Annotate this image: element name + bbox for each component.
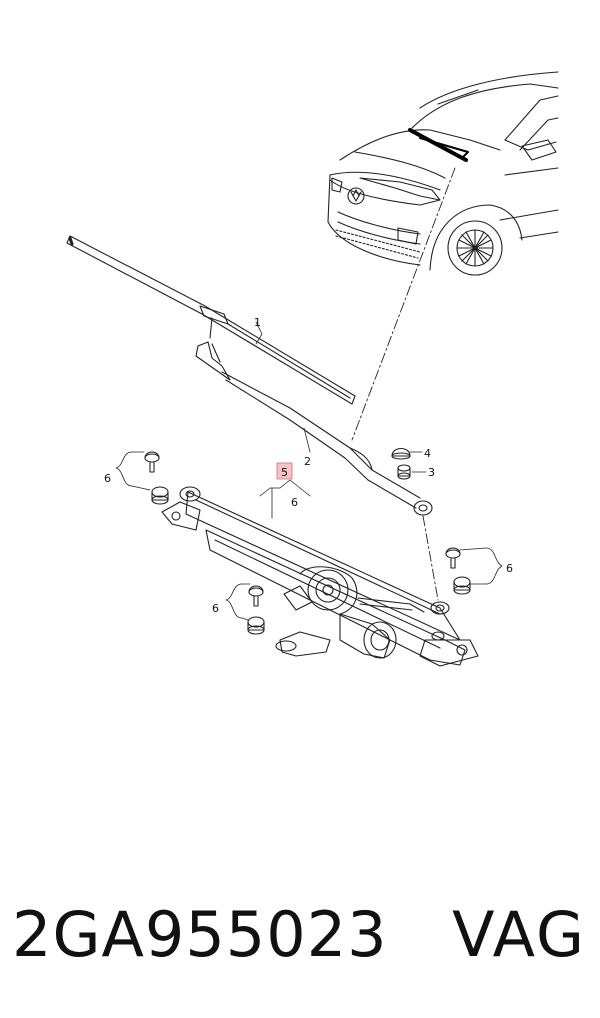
callout-1: 1 bbox=[254, 316, 261, 329]
brand-name: VAG bbox=[452, 898, 586, 971]
mount-buffer-left-top bbox=[144, 451, 169, 505]
leader-lines bbox=[115, 321, 503, 621]
callout-3: 3 bbox=[428, 466, 435, 479]
callout-6-under-5: 6 bbox=[291, 496, 298, 509]
mount-buffer-right bbox=[445, 547, 471, 595]
car-illustration bbox=[327, 71, 559, 276]
wiper-linkage bbox=[161, 486, 479, 667]
callout-5: 5 bbox=[281, 466, 288, 479]
callout-2: 2 bbox=[304, 455, 311, 468]
part-number: 2GA955023 bbox=[12, 898, 388, 971]
wiper-blade bbox=[66, 235, 356, 405]
wiper-assembly-diagram: 1 2 3 4 5 6 6 6 6 bbox=[66, 71, 559, 667]
callout-4: 4 bbox=[424, 447, 431, 460]
callout-6-right: 6 bbox=[506, 562, 513, 575]
callout-6-left-bottom: 6 bbox=[212, 602, 219, 615]
spindle-nut bbox=[397, 464, 411, 480]
spindle-cap bbox=[391, 447, 411, 460]
wiper-arm bbox=[195, 341, 433, 516]
callout-5-highlight bbox=[276, 462, 293, 480]
part-footer: 2GA955023 VAG bbox=[0, 880, 600, 990]
callout-6-left-top: 6 bbox=[104, 472, 111, 485]
mount-buffer-left-bottom bbox=[247, 585, 265, 635]
